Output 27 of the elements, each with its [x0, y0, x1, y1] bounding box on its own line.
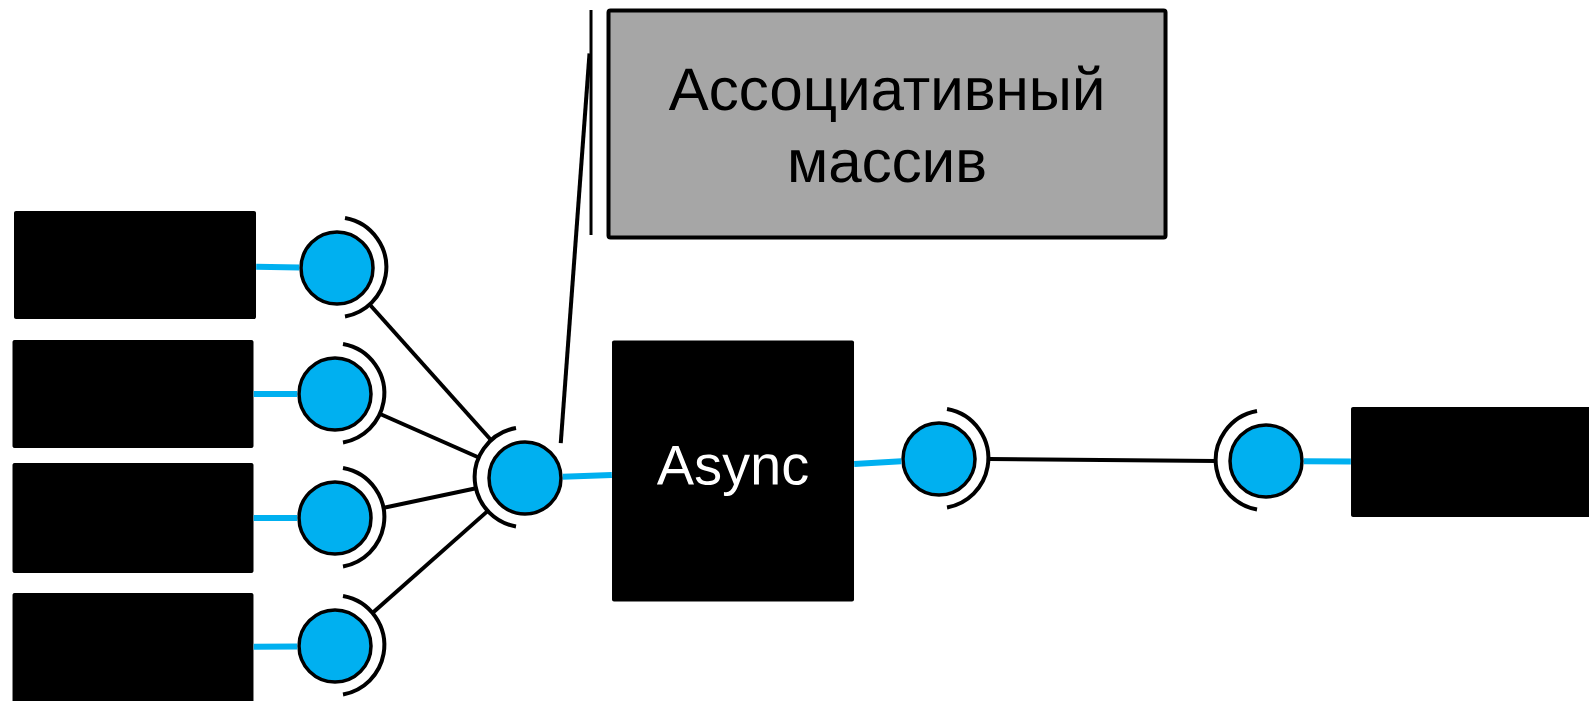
- connector-line: [1303, 458, 1351, 465]
- connector-line: [558, 53, 592, 444]
- connector-line: [383, 486, 477, 510]
- filled-box: [1351, 407, 1589, 517]
- interface-circle: [297, 480, 373, 556]
- connector-line: [379, 412, 481, 460]
- interface-circle: [901, 421, 977, 497]
- filled-box: [12, 340, 254, 448]
- connector-line: [256, 263, 300, 271]
- interface-circle: [297, 608, 373, 684]
- connector-line: [368, 303, 494, 443]
- interface-circle: [299, 230, 375, 306]
- connector-line: [562, 472, 612, 480]
- process-box: Async: [612, 340, 854, 602]
- connector-line: [854, 458, 902, 467]
- interface-circle: [487, 440, 563, 516]
- connector-line: [371, 509, 489, 615]
- component-box: Ассоциативный массив: [606, 8, 1168, 240]
- interface-circle: [297, 356, 373, 432]
- connector-line: [253, 515, 298, 521]
- connector-line: [253, 391, 298, 397]
- connector-line: [253, 643, 298, 650]
- interface-circle: [1228, 423, 1304, 499]
- connector-line: [989, 457, 1217, 463]
- filled-box: [12, 593, 254, 701]
- filled-box: [14, 211, 256, 319]
- filled-box: [12, 463, 254, 573]
